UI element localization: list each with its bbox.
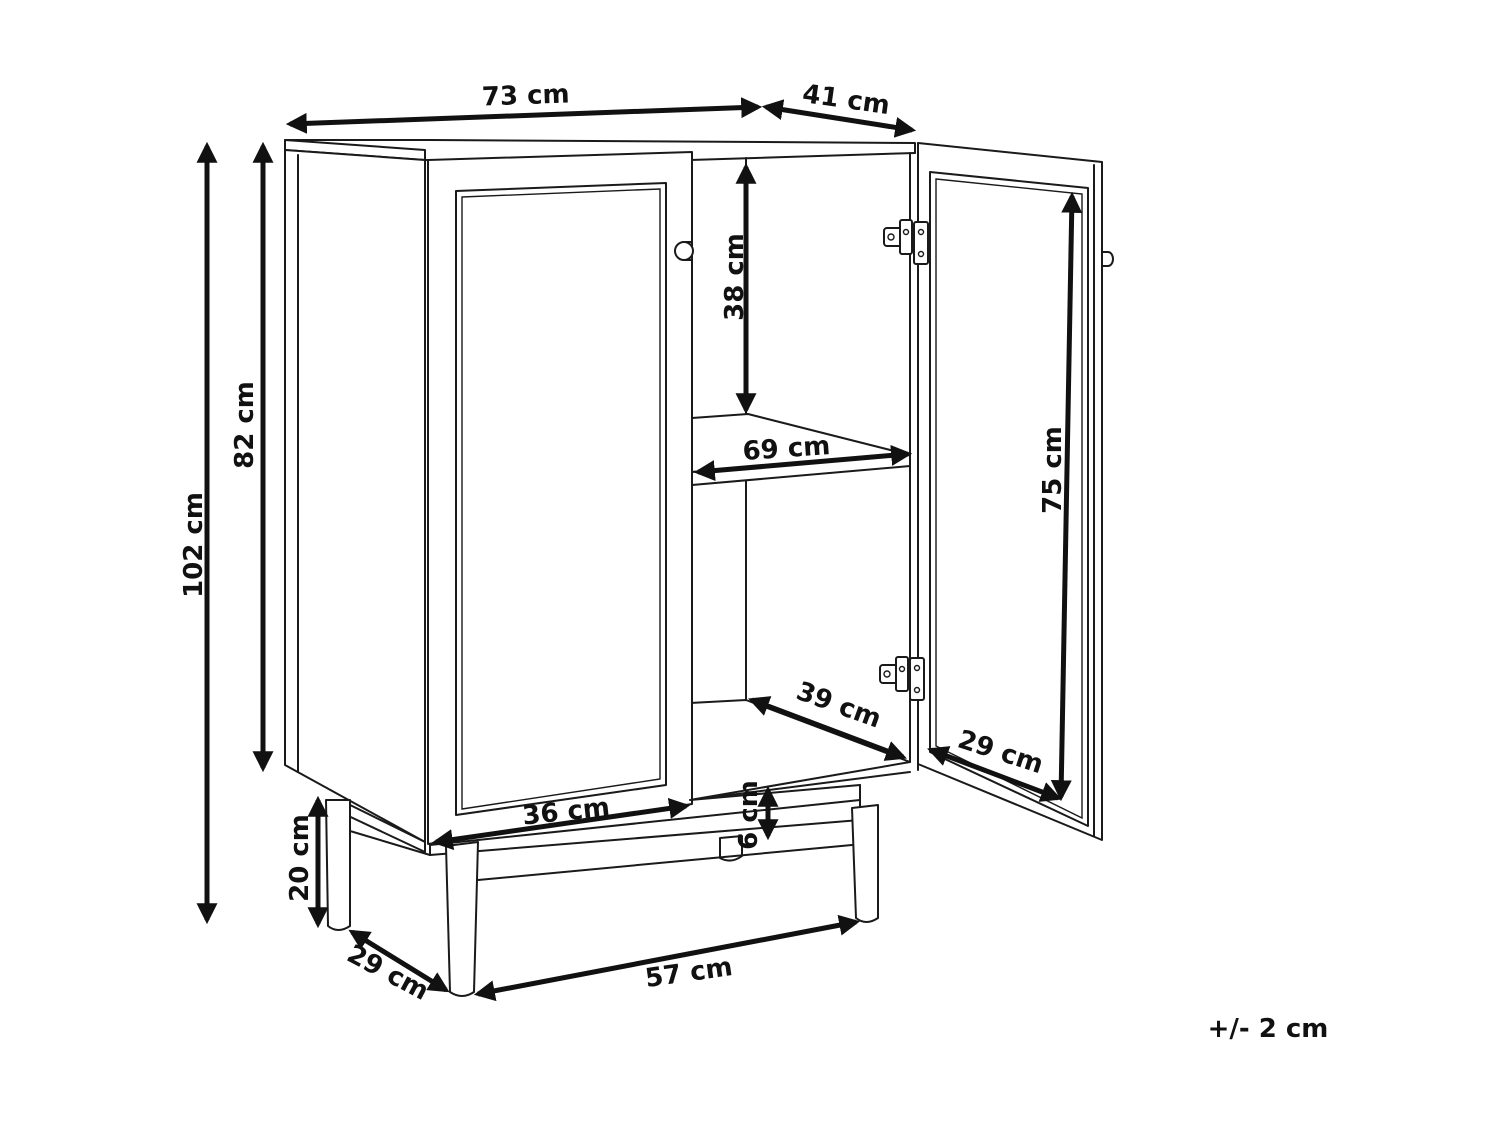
cabinet-left-side [284, 149, 426, 843]
dim-line-shelf-width [693, 444, 913, 482]
label-door-height: 75 cm [1038, 426, 1068, 514]
left-door-knob [674, 241, 694, 261]
front-left-leg [445, 841, 479, 997]
label-shelf-width: 69 cm [742, 431, 832, 467]
label-leg-span-depth: 29 cm [342, 939, 434, 1007]
dim-line-top-depth [761, 99, 917, 138]
label-apron-height: 6 cm [734, 780, 764, 850]
dim-line-top-width [285, 97, 763, 134]
legs [325, 799, 879, 997]
label-leg-height: 20 cm [285, 814, 315, 902]
dim-line-leg-span-depth [348, 929, 450, 993]
label-shelf-clearance: 38 cm [720, 233, 750, 321]
dim-line-door-height [1050, 191, 1083, 802]
dimension-lines [196, 97, 1083, 1002]
label-inner-depth: 39 cm [792, 676, 885, 734]
label-top-width: 73 cm [481, 79, 570, 112]
back-left-leg [325, 799, 351, 931]
dim-line-inner-depth [748, 696, 907, 761]
cabinet-outline [284, 139, 1114, 997]
dim-line-leg-span-width [473, 914, 861, 1002]
right-door-knob [1101, 251, 1114, 267]
tolerance-note: +/- 2 cm [1208, 1014, 1329, 1044]
right-door [917, 142, 1114, 841]
top-hinge-icon [883, 219, 929, 265]
bottom-hinge-icon [879, 656, 925, 701]
dim-line-door-width-right [927, 746, 1062, 802]
label-total-height: 102 cm [179, 492, 209, 598]
front-right-leg [851, 804, 879, 923]
label-body-height: 82 cm [230, 381, 260, 469]
dim-line-door-width-left [431, 798, 691, 850]
left-door [427, 151, 694, 845]
